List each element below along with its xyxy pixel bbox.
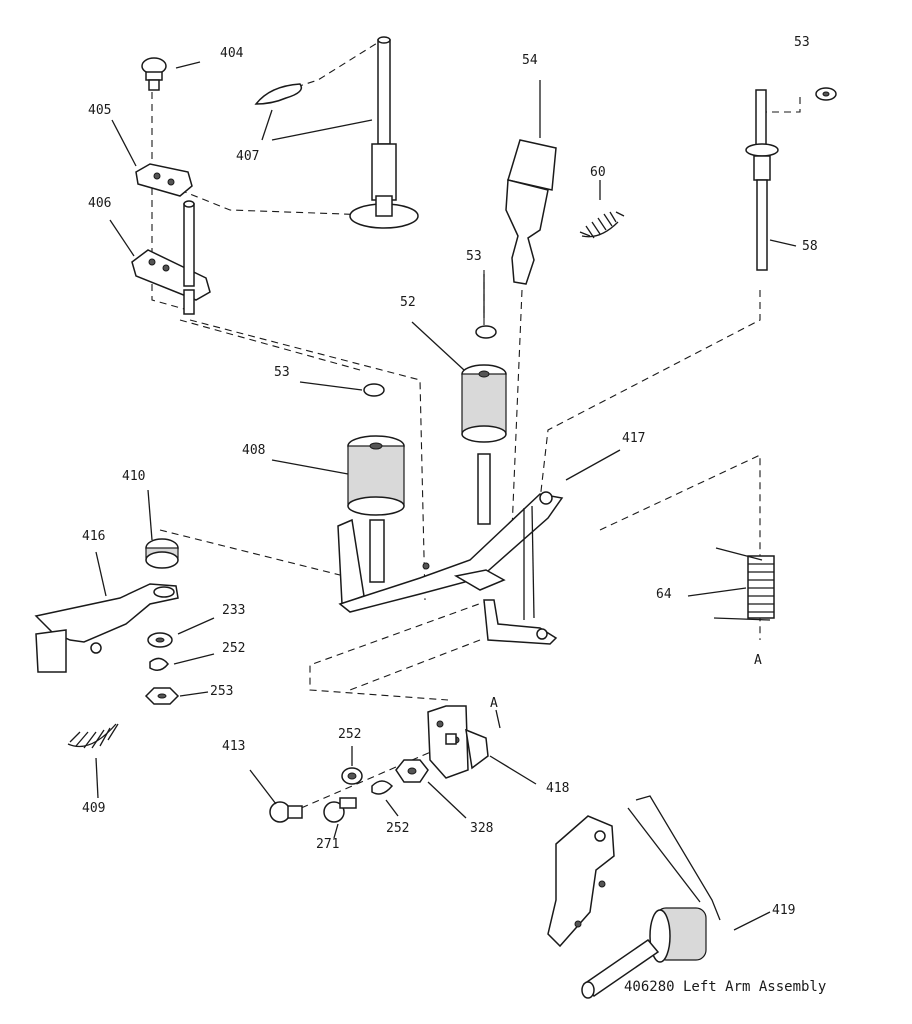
label-408: 408	[242, 443, 266, 458]
part-52-spool	[411, 321, 507, 525]
part-413-screw	[249, 769, 303, 823]
label-418: 418	[546, 781, 570, 796]
part-406-plate	[109, 200, 211, 315]
label-233: 233	[222, 603, 246, 618]
label-252-a: 252	[222, 641, 246, 656]
label-252-c: 252	[386, 821, 410, 836]
label-64: 64	[656, 587, 672, 602]
label-405: 405	[88, 103, 112, 118]
part-328-nut	[395, 759, 467, 819]
label-52: 52	[400, 295, 416, 310]
part-419-arm	[547, 795, 771, 999]
part-60-spring	[579, 180, 625, 239]
label-54: 54	[522, 53, 538, 68]
part-271-screw	[323, 797, 357, 839]
label-419: 419	[772, 903, 796, 918]
label-416: 416	[82, 529, 106, 544]
label-407: 407	[236, 149, 260, 164]
part-408-sleeve	[271, 435, 405, 583]
label-53-mid: 53	[466, 249, 482, 264]
part-404-screw	[141, 57, 201, 91]
part-252-washer-b	[341, 746, 363, 785]
label-271: 271	[316, 837, 340, 852]
label-404: 404	[220, 46, 244, 61]
label-58: 58	[802, 239, 818, 254]
label-328: 328	[470, 821, 494, 836]
part-233-washer	[147, 617, 215, 648]
part-53-top-washer	[815, 87, 837, 101]
part-64-spring	[687, 547, 775, 621]
part-253-nut	[144, 687, 209, 705]
label-a-right: A	[754, 653, 762, 668]
label-410: 410	[122, 469, 146, 484]
part-54-handle	[505, 80, 557, 285]
label-253: 253	[210, 684, 234, 699]
part-58-rod	[745, 89, 797, 271]
part-252-clip-a	[149, 653, 215, 671]
part-53-mid-washer	[475, 274, 497, 339]
label-252-b: 252	[338, 727, 362, 742]
label-a-mid: A	[490, 696, 498, 711]
part-416-lever	[34, 551, 179, 673]
label-413: 413	[222, 739, 246, 754]
part-410-cap	[145, 489, 179, 569]
label-409: 409	[82, 801, 106, 816]
part-407-shaft	[254, 36, 419, 229]
diagram-caption: 406280 Left Arm Assembly	[624, 979, 827, 995]
label-53-left: 53	[274, 365, 290, 380]
part-53-left-washer	[299, 381, 385, 397]
label-53-top: 53	[794, 35, 810, 50]
label-417: 417	[622, 431, 646, 446]
part-252-clip-c	[371, 780, 399, 817]
part-418-bracket	[427, 705, 537, 785]
label-60: 60	[590, 165, 606, 180]
label-406: 406	[88, 196, 112, 211]
part-405-plate	[111, 119, 193, 197]
part-409-spring	[67, 723, 119, 799]
part-417-bracket	[337, 449, 621, 645]
